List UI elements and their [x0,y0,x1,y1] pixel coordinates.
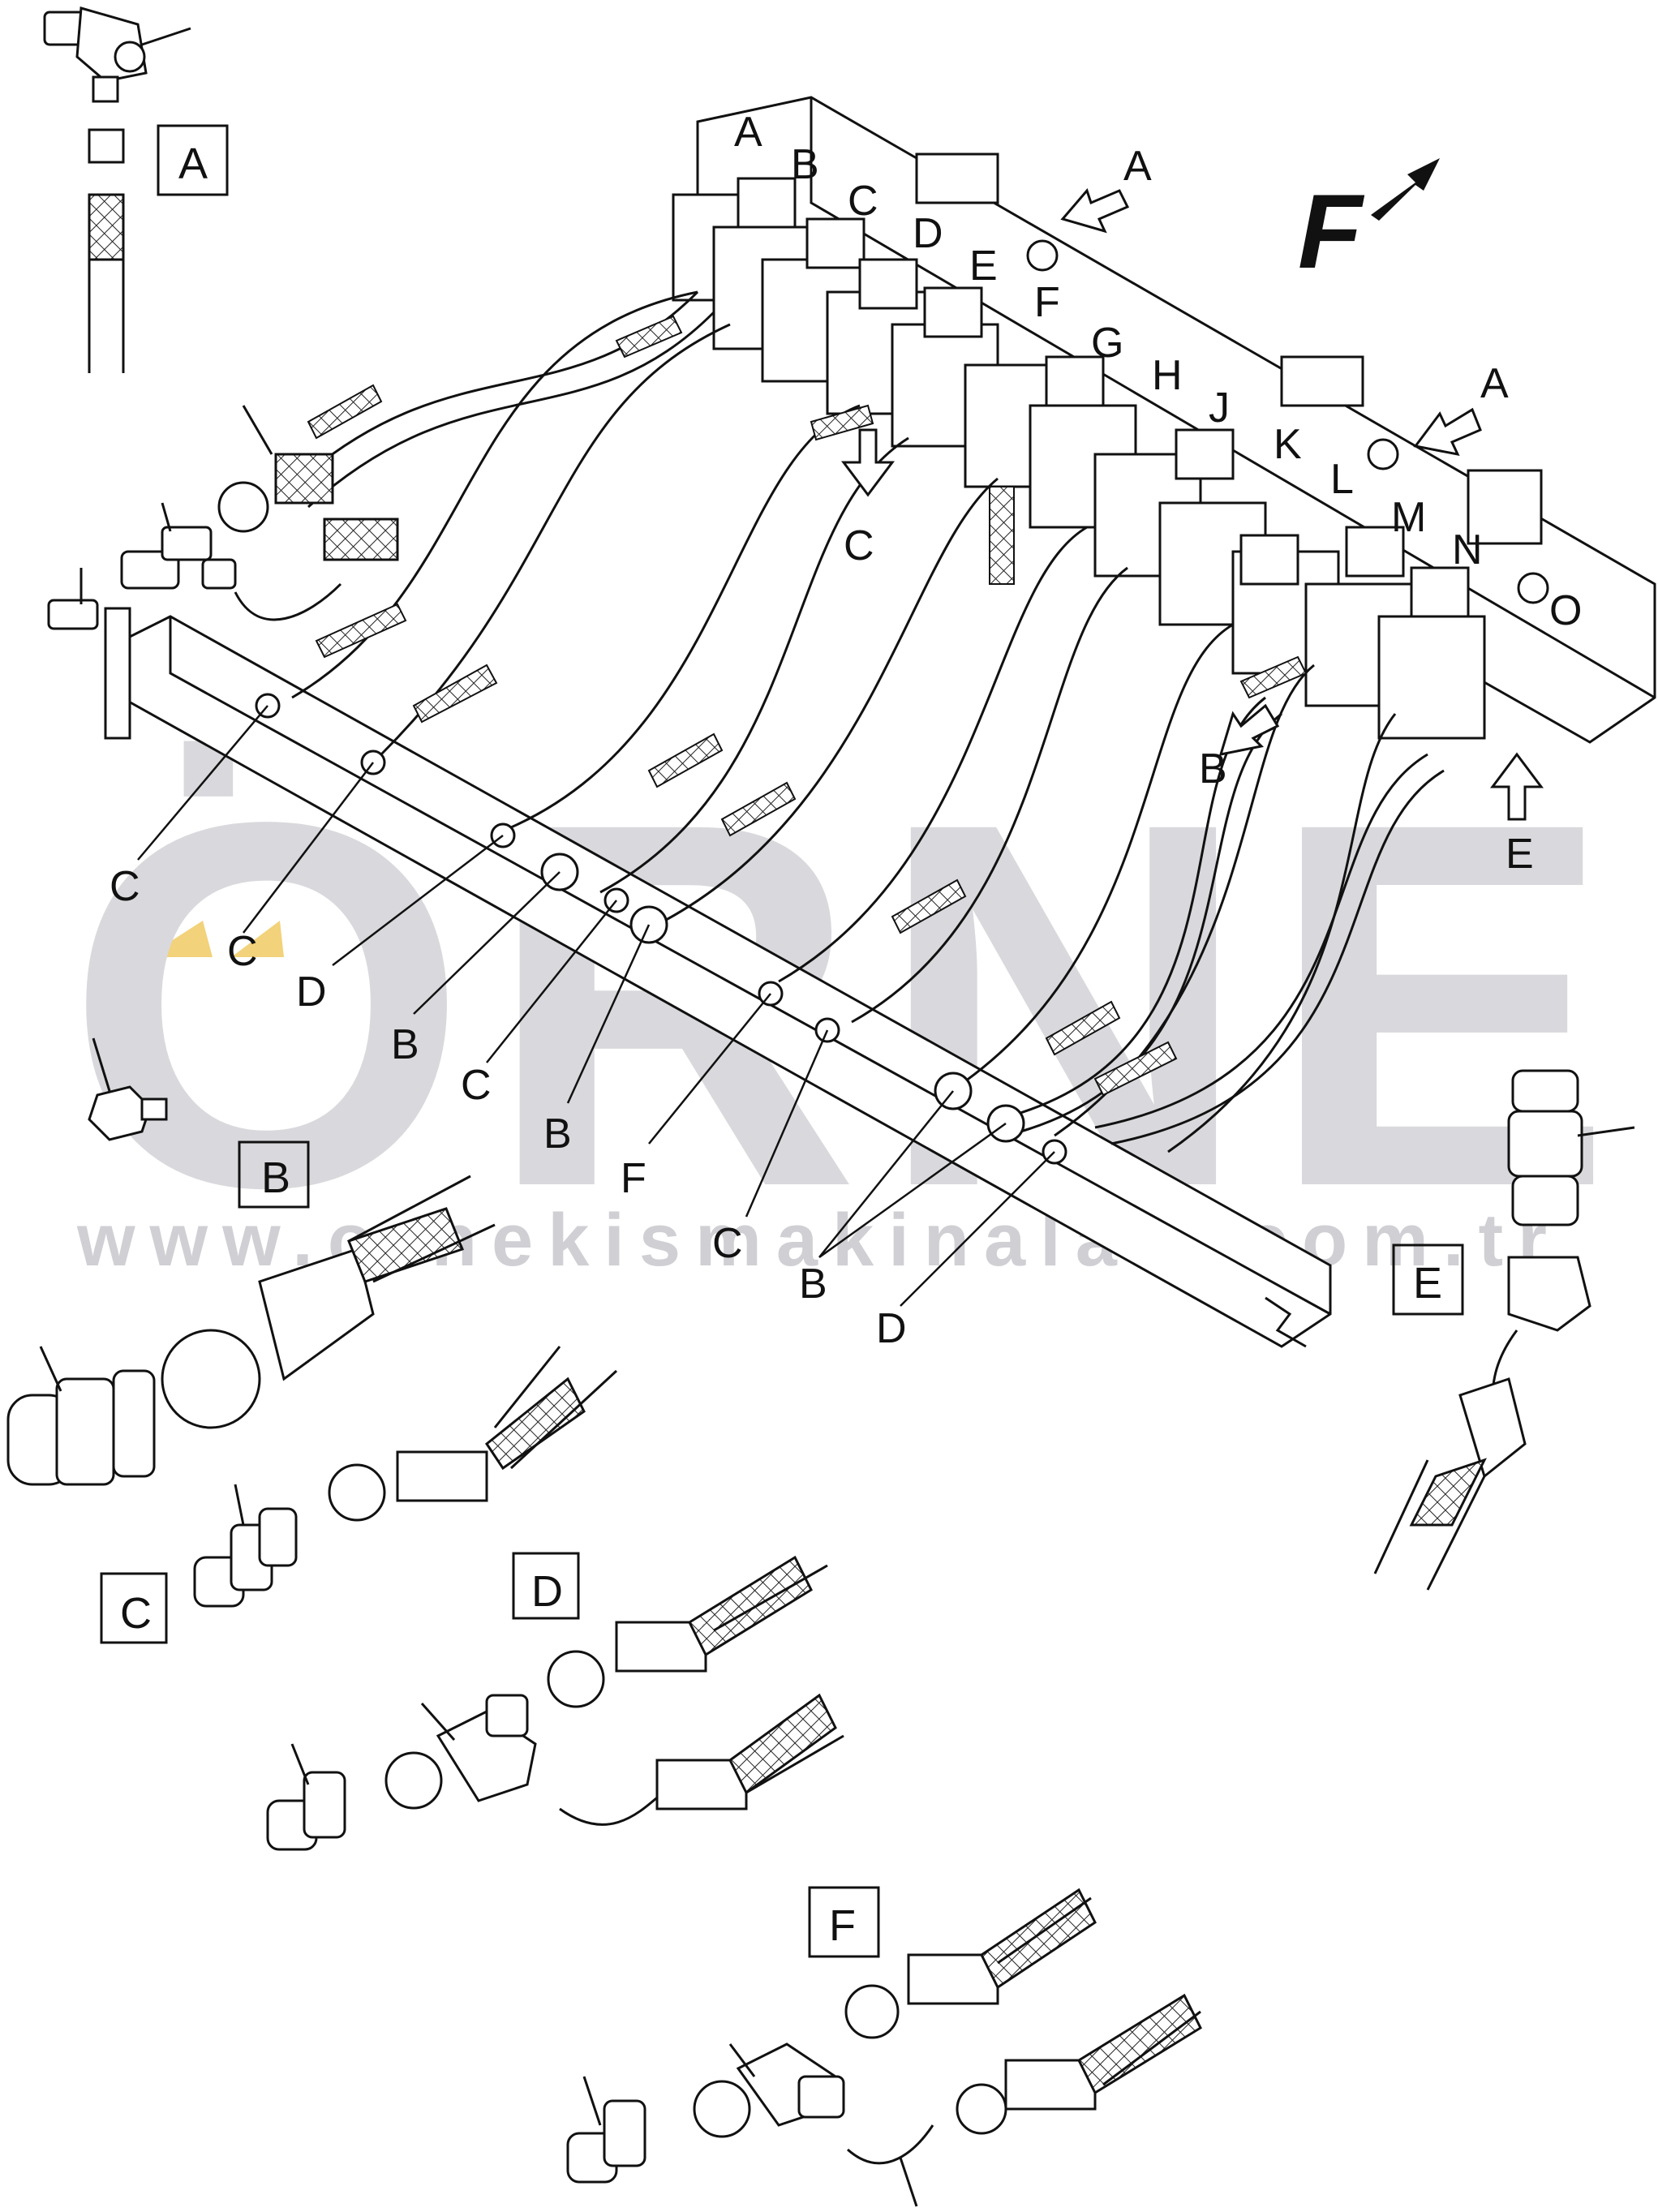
callout-label: F [621,1155,646,1202]
valve-label: M [1391,494,1426,541]
view-arrow-label-c: C [844,522,874,569]
direction-marker: F [1298,158,1440,290]
callout-label: C [110,863,140,910]
valve-label: C [848,178,878,225]
valve-label: H [1152,352,1183,399]
callout-label: C [227,928,258,975]
direction-letter: F [1298,172,1365,290]
detail-e-label: E [1413,1259,1442,1308]
detail-c [100,1346,618,1644]
left-fittings [47,405,399,630]
detail-b-label: B [261,1153,290,1202]
detail-b [6,1037,496,1486]
view-arrow-label-b: B [1199,745,1227,792]
watermark-accent-right [231,921,284,957]
valve-letters: A B C D E F G H J K L M N O [734,109,1582,634]
valve-sections [672,152,1543,740]
valve-label: B [791,141,819,188]
detail-c-label: C [120,1589,152,1638]
view-arrows [841,188,1544,821]
callout-label: C [712,1220,743,1267]
valve-label: O [1549,587,1582,634]
valve-label: D [913,210,943,257]
hose-braids [307,315,1308,1097]
valve-label: L [1330,456,1354,503]
callout-label: D [296,969,327,1016]
valve-label: J [1209,384,1230,432]
callout-label: B [799,1261,827,1308]
detail-b-box [238,1140,310,1209]
detail-c-box [100,1572,168,1644]
callout-label: B [543,1110,572,1158]
detail-e-box [1392,1243,1464,1316]
valve-label: E [969,243,998,290]
detail-a-box [157,124,229,196]
callout-label: D [876,1305,907,1352]
valve-manifold [672,96,1656,744]
valve-label: G [1091,320,1123,367]
detail-d [266,1552,844,1851]
callout-leaders [137,705,1055,1307]
direction-arrow-icon [1371,158,1440,221]
callouts: C C D B C B F C C B D [110,863,907,1352]
watermark-accent-left [146,921,213,957]
view-arrow-label-e: E [1506,831,1534,878]
valve-label: F [1034,279,1060,326]
callout-label: C [461,1062,492,1109]
detail-d-box [512,1552,580,1620]
detail-f-label: F [829,1901,856,1950]
detail-f [566,1886,1202,2207]
detail-f-box [808,1886,880,1958]
valve-label: A [734,109,762,156]
callout-label: B [391,1021,419,1068]
valve-label: N [1452,526,1483,573]
detail-a-label: A [178,140,208,188]
valve-label: K [1274,421,1302,468]
detail-d-label: D [531,1567,563,1616]
view-arrow-label-a-top: A [1123,143,1152,190]
detail-e [1373,1069,1635,1591]
view-arrow-label-a-mid: A [1480,360,1509,407]
detail-a [43,6,229,373]
